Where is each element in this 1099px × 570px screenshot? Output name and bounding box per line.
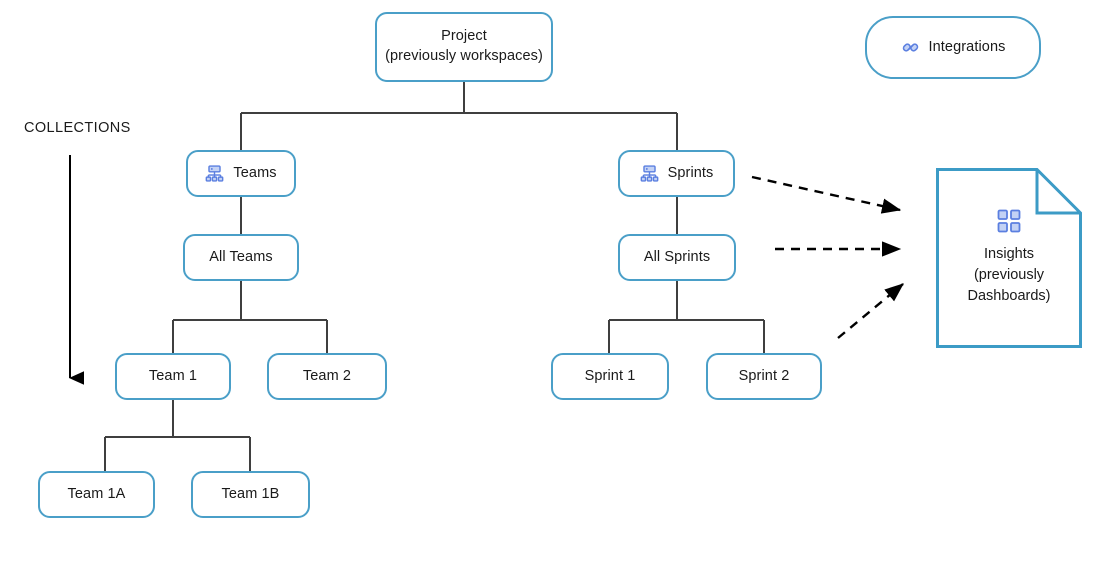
dashboard-grid-icon xyxy=(996,208,1022,234)
node-team-2-label: Team 2 xyxy=(302,367,352,384)
collections-label: COLLECTIONS xyxy=(24,120,131,136)
node-project[interactable]: Project (previously workspaces) xyxy=(375,12,553,82)
hierarchy-icon xyxy=(640,164,659,183)
node-team-2[interactable]: Team 2 xyxy=(267,353,387,400)
node-all-sprints-label: All Sprints xyxy=(643,248,711,265)
arrow-sprints-to-insights xyxy=(751,175,902,214)
node-sprint-1-label: Sprint 1 xyxy=(584,367,636,384)
node-insights-label: Insights (previously Dashboards) xyxy=(967,246,1051,305)
document-shape xyxy=(936,168,1082,348)
node-sprint-2[interactable]: Sprint 2 xyxy=(706,353,822,400)
node-sprint-1[interactable]: Sprint 1 xyxy=(551,353,669,400)
arrow-sprint2-to-insights xyxy=(837,283,904,339)
node-sprints[interactable]: Sprints xyxy=(618,150,735,197)
node-teams-label: Teams xyxy=(233,164,277,181)
node-all-teams[interactable]: All Teams xyxy=(183,234,299,281)
node-team-1[interactable]: Team 1 xyxy=(115,353,231,400)
node-project-label: Project (previously workspaces) xyxy=(385,28,543,64)
node-team-1a[interactable]: Team 1A xyxy=(38,471,155,518)
node-all-sprints[interactable]: All Sprints xyxy=(618,234,736,281)
link-icon xyxy=(901,38,920,57)
node-integrations-label: Integrations xyxy=(928,38,1006,55)
node-team-1b[interactable]: Team 1B xyxy=(191,471,310,518)
node-integrations[interactable]: Integrations xyxy=(865,16,1041,79)
hierarchy-icon xyxy=(205,164,224,183)
node-sprint-2-label: Sprint 2 xyxy=(738,367,790,384)
node-all-teams-label: All Teams xyxy=(209,248,273,265)
node-insights[interactable]: Insights (previously Dashboards) xyxy=(936,168,1082,348)
node-team-1-label: Team 1 xyxy=(148,367,198,384)
node-sprints-label: Sprints xyxy=(667,164,714,181)
node-team-1a-label: Team 1A xyxy=(67,485,126,502)
node-teams[interactable]: Teams xyxy=(186,150,296,197)
node-team-1b-label: Team 1B xyxy=(221,485,280,502)
